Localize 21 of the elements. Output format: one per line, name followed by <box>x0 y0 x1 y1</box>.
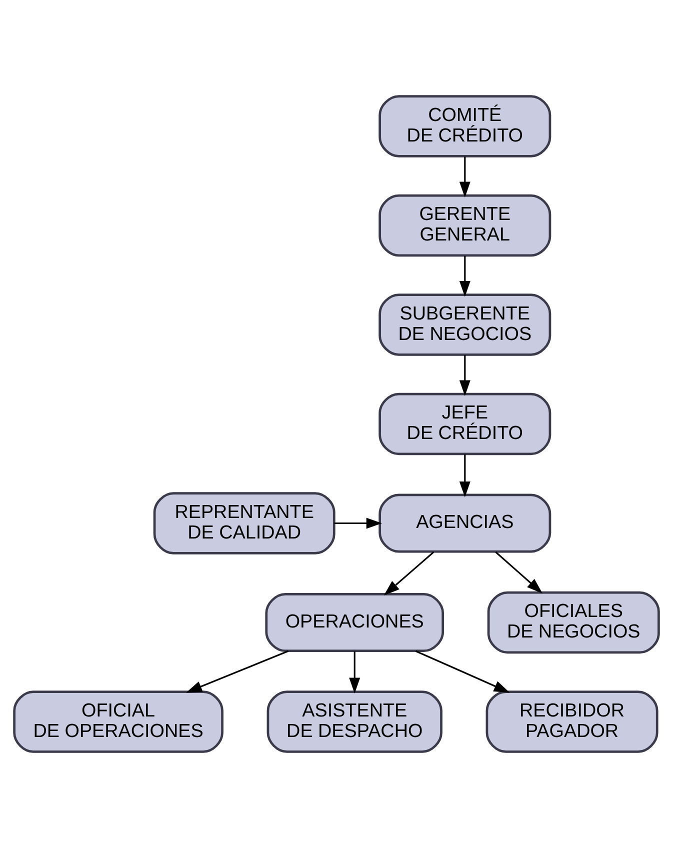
arrow <box>495 551 543 593</box>
node-box: ASISTENTE DE DESPACHO <box>266 690 442 752</box>
node-box: AGENCIAS <box>378 493 552 552</box>
node-box: OPERACIONES <box>265 592 444 652</box>
arrow <box>349 650 360 694</box>
arrow <box>459 255 470 296</box>
node-box: COMITÉ DE CRÉDITO <box>378 94 552 157</box>
arrow <box>459 454 470 497</box>
arrow <box>384 551 434 595</box>
arrow <box>334 517 382 528</box>
arrow <box>415 650 510 692</box>
node-box: RECIBIDOR PAGADOR <box>486 690 658 752</box>
arrow <box>186 650 288 692</box>
node-box: JEFE DE CRÉDITO <box>378 392 552 455</box>
node-box: OFICIALES DE NEGOCIOS <box>487 590 660 654</box>
node-box: SUBGERENTE DE NEGOCIOS <box>378 293 552 356</box>
node-box: GERENTE GENERAL <box>378 194 552 256</box>
node-box: OFICIAL DE OPERACIONES <box>13 690 224 752</box>
arrow <box>459 354 470 396</box>
node-box: REPRENTANTE DE CALIDAD <box>153 492 336 554</box>
arrow <box>459 156 470 197</box>
